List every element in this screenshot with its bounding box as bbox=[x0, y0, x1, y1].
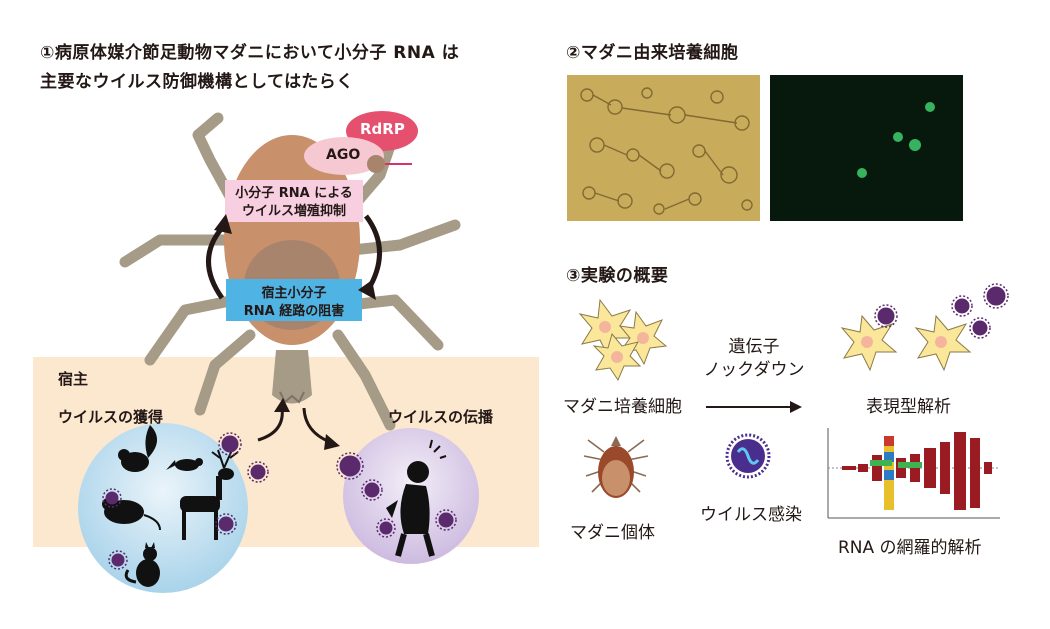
phenotype-label: 表現型解析 bbox=[866, 397, 951, 417]
rdrp-label: RdRP bbox=[360, 120, 405, 138]
panel2-title: ②マダニ由来培養細胞 bbox=[566, 43, 739, 63]
transmission-label: ウイルスの伝播 bbox=[388, 408, 494, 426]
cycle-arrow-left-head bbox=[214, 214, 232, 234]
fluorescence-micrograph bbox=[770, 75, 963, 221]
suppression-box bbox=[225, 180, 363, 222]
individual-label: マダニ個体 bbox=[570, 523, 655, 543]
acquisition-label: ウイルスの獲得 bbox=[58, 408, 164, 426]
suppression-label-line1: 小分子 RNA による bbox=[235, 186, 353, 201]
tick-mouthparts bbox=[272, 350, 312, 404]
cultured-cells-label: マダニ培養細胞 bbox=[563, 397, 682, 417]
panel1-title-line2: 主要なウイルス防御機構としてはたらく bbox=[40, 72, 354, 92]
host-animals-circle bbox=[78, 423, 248, 593]
brightfield-micrograph bbox=[567, 75, 760, 221]
cell-icon bbox=[578, 298, 668, 382]
cycle-arrow-right-head bbox=[358, 280, 376, 300]
squirrel-icon bbox=[118, 425, 158, 472]
host-label: 宿主 bbox=[58, 370, 89, 388]
sick-person-icon bbox=[386, 439, 447, 557]
cat-icon bbox=[124, 542, 160, 587]
bird-icon bbox=[166, 458, 203, 471]
tick-legs bbox=[119, 112, 461, 431]
deer-icon bbox=[180, 449, 239, 540]
knockdown-label-line1: 遺伝子 bbox=[728, 337, 780, 357]
suppression-label-line2: ウイルス増殖抑制 bbox=[241, 204, 346, 219]
ago-label: AGO bbox=[326, 147, 361, 163]
ago-shape bbox=[304, 137, 384, 175]
cycle-arrow-left bbox=[206, 226, 225, 300]
rna-analysis-label: RNA の網羅的解析 bbox=[838, 538, 982, 558]
tick-dot bbox=[367, 155, 385, 173]
tick-icon bbox=[583, 436, 649, 498]
infection-label: ウイルス感染 bbox=[700, 505, 802, 525]
virus-icon bbox=[874, 283, 1009, 339]
knockdown-label-line2: ノックダウン bbox=[703, 360, 805, 380]
inhibition-label-line2: RNA 経路の阻害 bbox=[243, 304, 345, 319]
panel1-title-line1: ①病原体媒介節足動物マダニにおいて小分子 RNA は bbox=[40, 43, 460, 63]
inhibition-box bbox=[226, 279, 362, 321]
virus-icon bbox=[725, 433, 771, 479]
rna-analysis-chart bbox=[827, 428, 1000, 519]
virus-icon bbox=[102, 432, 457, 570]
panel3-title: ③実験の概要 bbox=[566, 266, 669, 286]
mouse-icon bbox=[102, 498, 161, 531]
inhibition-label-line1: 宿主小分子 bbox=[261, 286, 327, 301]
